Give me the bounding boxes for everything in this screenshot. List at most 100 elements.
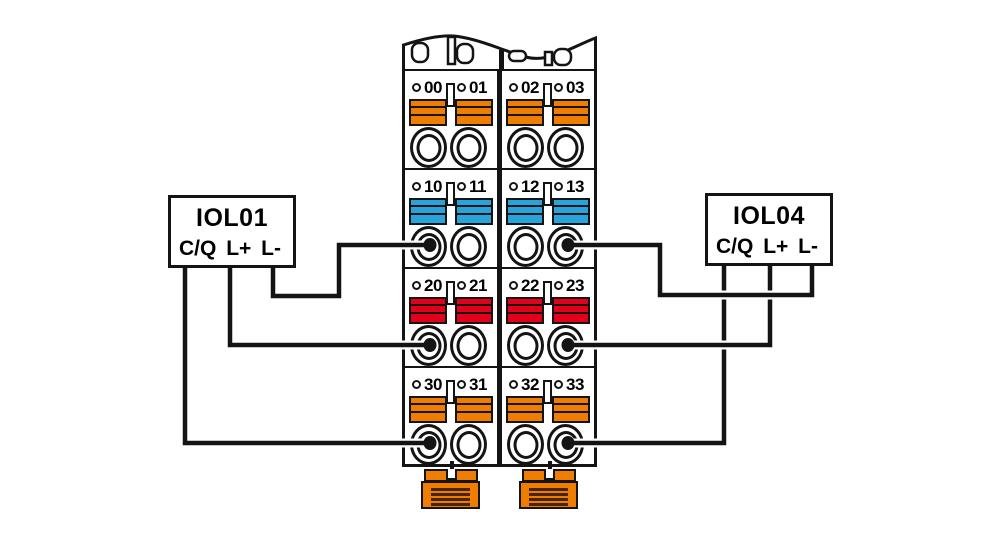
spring-clamp-01 [455, 99, 493, 126]
port-label-02: 02 [521, 78, 539, 97]
spring-clamp-20 [409, 297, 447, 324]
spring-clamp-00 [409, 99, 447, 126]
mounting-slot-icon [507, 49, 528, 63]
connector-vent-line [529, 498, 568, 501]
spring-clamp-03 [552, 99, 590, 126]
port-label-23: 23 [566, 276, 584, 295]
spring-clamp-11 [455, 198, 493, 225]
terminal-row-3x-right: 32 33 [502, 366, 594, 465]
led-indicator-22 [509, 281, 518, 290]
led-indicator-00 [412, 83, 421, 92]
terminal-hole-inner [456, 430, 481, 459]
label-strip: 12 13 [502, 177, 594, 206]
terminal-hole-inner [513, 430, 538, 459]
module-torn-top-edge [402, 34, 597, 74]
wire-iol01-cq-to-30-casing [180, 266, 433, 448]
connector-vent-line [431, 488, 470, 491]
terminal-hole-22 [507, 325, 544, 366]
terminal-row-0x-right: 02 03 [502, 69, 594, 168]
mounting-slot-icon [446, 35, 457, 66]
channel-divider-tab [543, 281, 552, 305]
connector-vent-line [529, 503, 568, 506]
terminal-hole-inner [456, 232, 481, 261]
device-terminal-lplus: L+ [226, 237, 252, 260]
led-indicator-31 [457, 380, 466, 389]
led-indicator-21 [457, 281, 466, 290]
terminal-hole-01 [450, 127, 487, 168]
device-box-iol04: IOL04 C/Q L+ L- [705, 193, 833, 266]
terminal-hole-inner [553, 430, 578, 459]
terminal-hole-20 [410, 325, 447, 366]
connector-vent-line [529, 488, 568, 491]
bus-connector-left-body [421, 481, 480, 509]
terminal-hole-21 [450, 325, 487, 366]
connector-vent-line [431, 493, 470, 496]
port-label-03: 03 [566, 78, 584, 97]
label-strip: 30 31 [405, 375, 497, 404]
port-label-22: 22 [521, 276, 539, 295]
led-indicator-03 [554, 83, 563, 92]
wire-iol01-cq-to-30 [182, 266, 433, 446]
device-title-iol04: IOL04 [733, 202, 805, 230]
terminal-row-2x-right: 22 23 [502, 267, 594, 366]
terminal-hole-inner [553, 232, 578, 261]
terminal-row-1x-left: 10 11 [405, 168, 497, 267]
device-terminal-cq: C/Q [716, 235, 754, 258]
terminal-hole-inner [513, 133, 538, 162]
channel-divider-tab [543, 380, 552, 404]
led-indicator-01 [457, 83, 466, 92]
terminal-hole-inner [513, 232, 538, 261]
connector-vent-line [529, 493, 568, 496]
mounting-slot-icon [410, 41, 430, 64]
port-label-13: 13 [566, 177, 584, 196]
led-indicator-32 [509, 380, 518, 389]
terminal-row-0x-left: 00 01 [405, 69, 497, 168]
led-indicator-02 [509, 83, 518, 92]
terminal-hole-inner [553, 331, 578, 360]
port-label-30: 30 [424, 375, 442, 394]
terminal-hole-inner [456, 331, 481, 360]
bottom-notch [548, 461, 552, 470]
port-label-31: 31 [469, 375, 487, 394]
mounting-slot-icon [543, 50, 554, 67]
terminal-hole-03 [547, 127, 584, 168]
terminal-row-2x-left: 20 21 [405, 267, 497, 366]
terminal-row-1x-right: 12 13 [502, 168, 594, 267]
led-indicator-33 [554, 380, 563, 389]
port-label-33: 33 [566, 375, 584, 394]
device-box-iol01: IOL01 C/Q L+ L- [168, 195, 296, 268]
terminal-hole-00 [410, 127, 447, 168]
channel-divider-tab [446, 83, 455, 107]
terminal-hole-31 [450, 424, 487, 465]
channel-divider-tab [543, 83, 552, 107]
connector-vent-line [431, 503, 470, 506]
terminal-hole-11 [450, 226, 487, 267]
device-terminal-lminus: L- [261, 237, 281, 260]
led-indicator-11 [457, 182, 466, 191]
terminal-hole-10 [410, 226, 447, 267]
bus-connector-right-body [519, 481, 578, 509]
led-indicator-23 [554, 281, 563, 290]
wire-iol04-lplus-to-23-casing [567, 265, 775, 350]
led-indicator-10 [412, 182, 421, 191]
mounting-slot-icon [455, 42, 475, 65]
bottom-notch [450, 461, 454, 470]
terminal-hole-30 [410, 424, 447, 465]
terminal-hole-23 [547, 325, 584, 366]
port-label-20: 20 [424, 276, 442, 295]
device-terminal-lminus: L- [798, 235, 818, 258]
label-strip: 02 03 [502, 78, 594, 107]
port-label-11: 11 [469, 177, 486, 196]
terminal-hole-inner [416, 232, 441, 261]
device-terminal-row: C/Q L+ L- [171, 237, 293, 261]
terminal-hole-32 [507, 424, 544, 465]
module-column-right: 02 03 12 13 22 23 [499, 69, 597, 467]
spring-clamp-13 [552, 198, 590, 225]
terminal-hole-inner [513, 331, 538, 360]
bus-connector-right-notch [544, 469, 555, 480]
device-title-iol01: IOL01 [196, 204, 268, 232]
led-indicator-13 [554, 182, 563, 191]
terminal-hole-33 [547, 424, 584, 465]
mounting-slot-icon [552, 47, 573, 67]
spring-clamp-32 [506, 396, 544, 423]
